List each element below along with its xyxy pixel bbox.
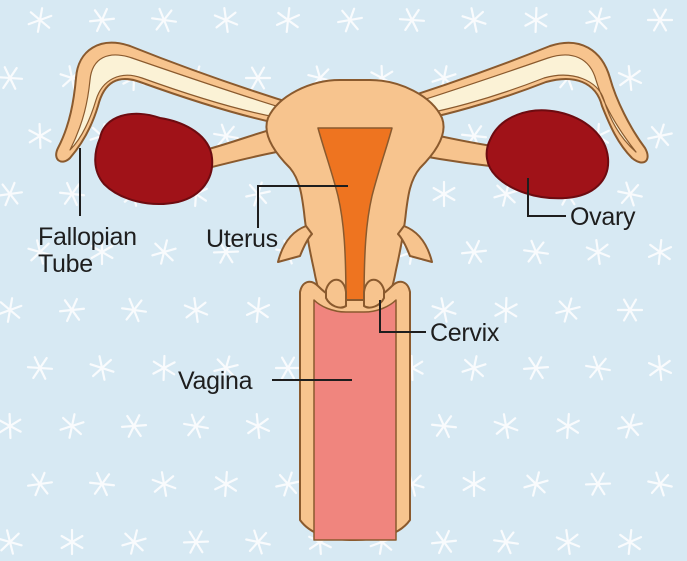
cervix-label: Cervix <box>430 320 499 347</box>
fallopian-tube-label-line-2: Tube <box>38 251 137 278</box>
uterus-label: Uterus <box>206 226 278 253</box>
left-cervix-lip <box>326 280 346 308</box>
ovary-label: Ovary <box>570 204 635 231</box>
fallopian-tube-label-line-1: Fallopian <box>38 224 137 251</box>
fallopian-tube-label: Fallopian Tube <box>38 224 137 278</box>
vagina-canal <box>314 300 396 540</box>
vagina-label: Vagina <box>178 368 252 395</box>
